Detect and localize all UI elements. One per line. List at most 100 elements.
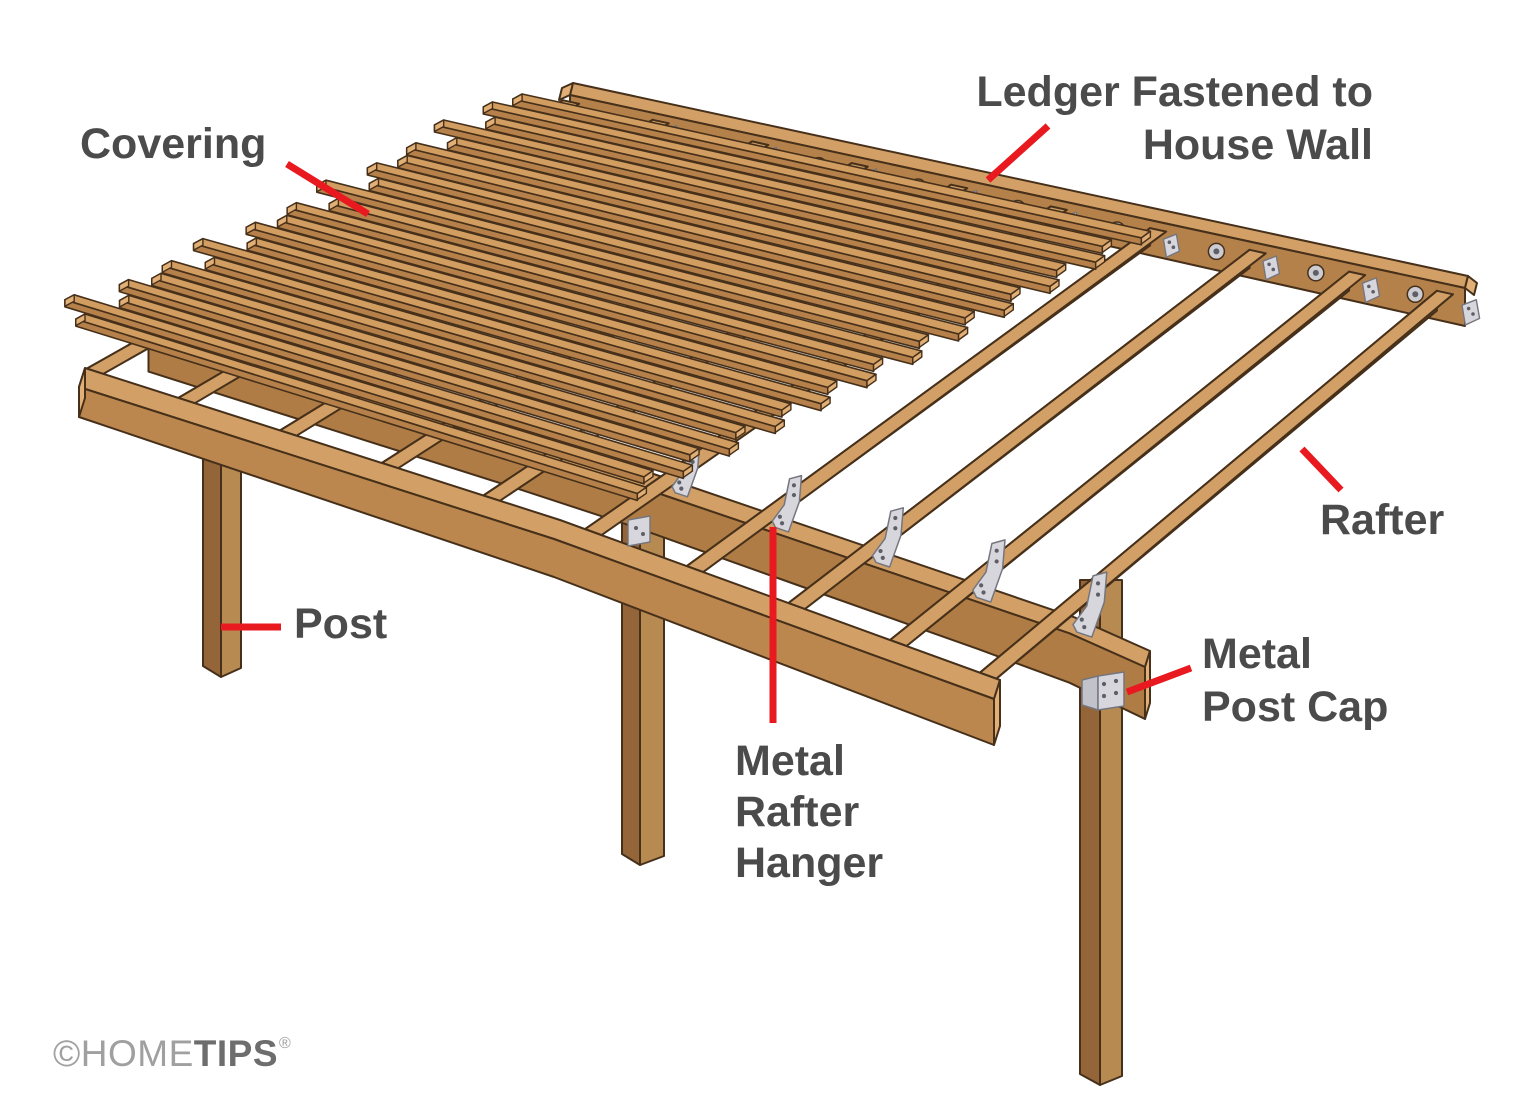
post-left-side <box>202 451 222 678</box>
covering-slat-right-end <box>1003 303 1014 317</box>
hanger-nail-dot <box>690 459 695 464</box>
label-metal-post-cap-line2: Post Cap <box>1202 683 1389 731</box>
metal-post-cap-leader-line <box>1125 664 1193 696</box>
covering-slat-left-end <box>368 177 380 191</box>
covering-slat-right-end <box>820 396 831 411</box>
hanger-nail-dot <box>893 526 898 531</box>
label-ledger: Ledger Fastened to House Wall <box>976 66 1373 172</box>
metal-post-cap <box>1097 671 1125 711</box>
covering-slat-right-end <box>735 425 746 440</box>
post-left-front <box>220 451 242 678</box>
covering-slat-right-end <box>636 486 648 501</box>
metal-post-cap-side <box>1081 675 1099 711</box>
covering-slat-right-end <box>682 464 694 479</box>
covering-slat-right-end <box>964 310 975 325</box>
rafter-top-face <box>978 289 1454 680</box>
fastener-dot <box>1371 289 1375 294</box>
label-metal-rafter-hanger-line3: Hanger <box>735 839 884 887</box>
covering-slat-left-end <box>397 154 408 168</box>
covering-slat-right-end <box>1049 279 1060 294</box>
fastener-dot <box>1367 284 1371 289</box>
post-cap-nail-dot <box>1113 678 1119 684</box>
covering-slat-right-end <box>1094 254 1106 269</box>
fastener-dot <box>1267 262 1271 267</box>
covering-slat-right-end <box>1010 287 1021 301</box>
label-rafter-text: Rafter <box>1320 496 1445 544</box>
ledger-right-end <box>1464 275 1478 296</box>
covering-slat-right-end <box>1101 239 1113 254</box>
ledger-left-end <box>558 82 574 101</box>
covering-slat-right-end <box>689 447 700 462</box>
label-metal-post-cap: Metal Post Cap <box>1202 628 1388 734</box>
hanger-nail-dot <box>791 492 797 498</box>
covering-slat-right-end <box>774 419 785 434</box>
covering-slat-right-end <box>827 380 838 395</box>
label-metal-rafter-hanger-line2: Rafter <box>735 788 860 836</box>
covering-slat-right-end <box>643 470 654 484</box>
covering-slat-right-end <box>866 373 877 388</box>
rafter-leader-line <box>1299 446 1344 493</box>
post-cap-nail-dot <box>1113 690 1119 696</box>
covering-slat-left-end <box>118 294 130 308</box>
label-rafter: Rafter <box>1320 494 1444 546</box>
covering-slat-left-end <box>485 116 496 130</box>
hanger-nail-dot <box>779 521 785 526</box>
hanger-nail-dot <box>994 548 999 553</box>
hometips-logo: ©HOMETIPS® <box>53 1033 292 1075</box>
covering-leader-line <box>285 161 370 217</box>
covering-slat-left-end <box>286 201 298 216</box>
covering-slat-left-end <box>482 101 494 115</box>
covering-slat-left-end <box>512 93 523 107</box>
covering-slat-right-end <box>781 403 792 417</box>
covering-slat-right-end <box>912 350 923 365</box>
hanger-nail-dot <box>791 483 797 488</box>
covering-slat-left-end <box>192 237 204 251</box>
ledger-rafter-hanger <box>1162 233 1181 258</box>
covering-slat-left-end <box>161 260 173 273</box>
covering-slat-right-end <box>1140 230 1152 245</box>
logo-text-light: ©HOME <box>53 1033 194 1074</box>
fastener-dot <box>641 532 645 536</box>
fastener-dot <box>1471 312 1475 316</box>
front-rim-right-end <box>993 679 1001 746</box>
hanger-nail-dot <box>979 583 984 588</box>
covering-slat-left-end <box>433 119 445 133</box>
ledger-rafter-hanger <box>1461 299 1481 326</box>
hanger-nail-dot <box>677 480 682 485</box>
label-post: Post <box>294 598 387 650</box>
hanger-nail-dot <box>981 590 986 595</box>
label-covering-text: Covering <box>80 120 267 168</box>
fastener-dot <box>1271 267 1276 272</box>
fastener-dot <box>1466 306 1471 311</box>
hanger-nail-dot <box>679 486 684 491</box>
covering-slat-left-end <box>64 294 75 307</box>
covering-slat-right-end <box>872 357 884 372</box>
label-metal-rafter-hanger-line1: Metal <box>735 737 845 785</box>
covering-slat-left-end <box>276 214 288 228</box>
hanger-nail-dot <box>880 555 885 560</box>
post-cap-nail-dot <box>1101 681 1107 687</box>
hanger-nail-dot <box>1095 592 1101 597</box>
covering-slat-left-end <box>328 197 340 211</box>
ledger-rafter-hanger <box>1262 255 1281 281</box>
registered-trademark-icon: ® <box>279 1035 292 1052</box>
post-cap-nail-dot <box>1101 693 1107 699</box>
label-metal-rafter-hanger: Metal Rafter Hanger <box>735 736 883 889</box>
front-rim-left-end <box>78 367 86 418</box>
covering-slat-left-end <box>366 162 378 176</box>
metal-post-cap-middle <box>627 515 651 547</box>
fastener-dot <box>634 526 638 530</box>
label-metal-post-cap-line1: Metal <box>1202 630 1312 678</box>
ledger-bolt-head <box>1312 269 1319 276</box>
covering-slat-left-end <box>151 272 162 286</box>
ledger-rafter-hanger <box>1361 277 1381 304</box>
label-post-text: Post <box>294 600 388 648</box>
label-ledger-line2: House Wall <box>1142 121 1373 169</box>
covering-slat-left-end <box>204 256 216 270</box>
ledger-bolt-head <box>1213 248 1220 255</box>
covering-slat-right-end <box>918 334 930 348</box>
covering-slat-right-end <box>957 326 969 341</box>
logo-text-bold: TIPS <box>193 1033 279 1074</box>
